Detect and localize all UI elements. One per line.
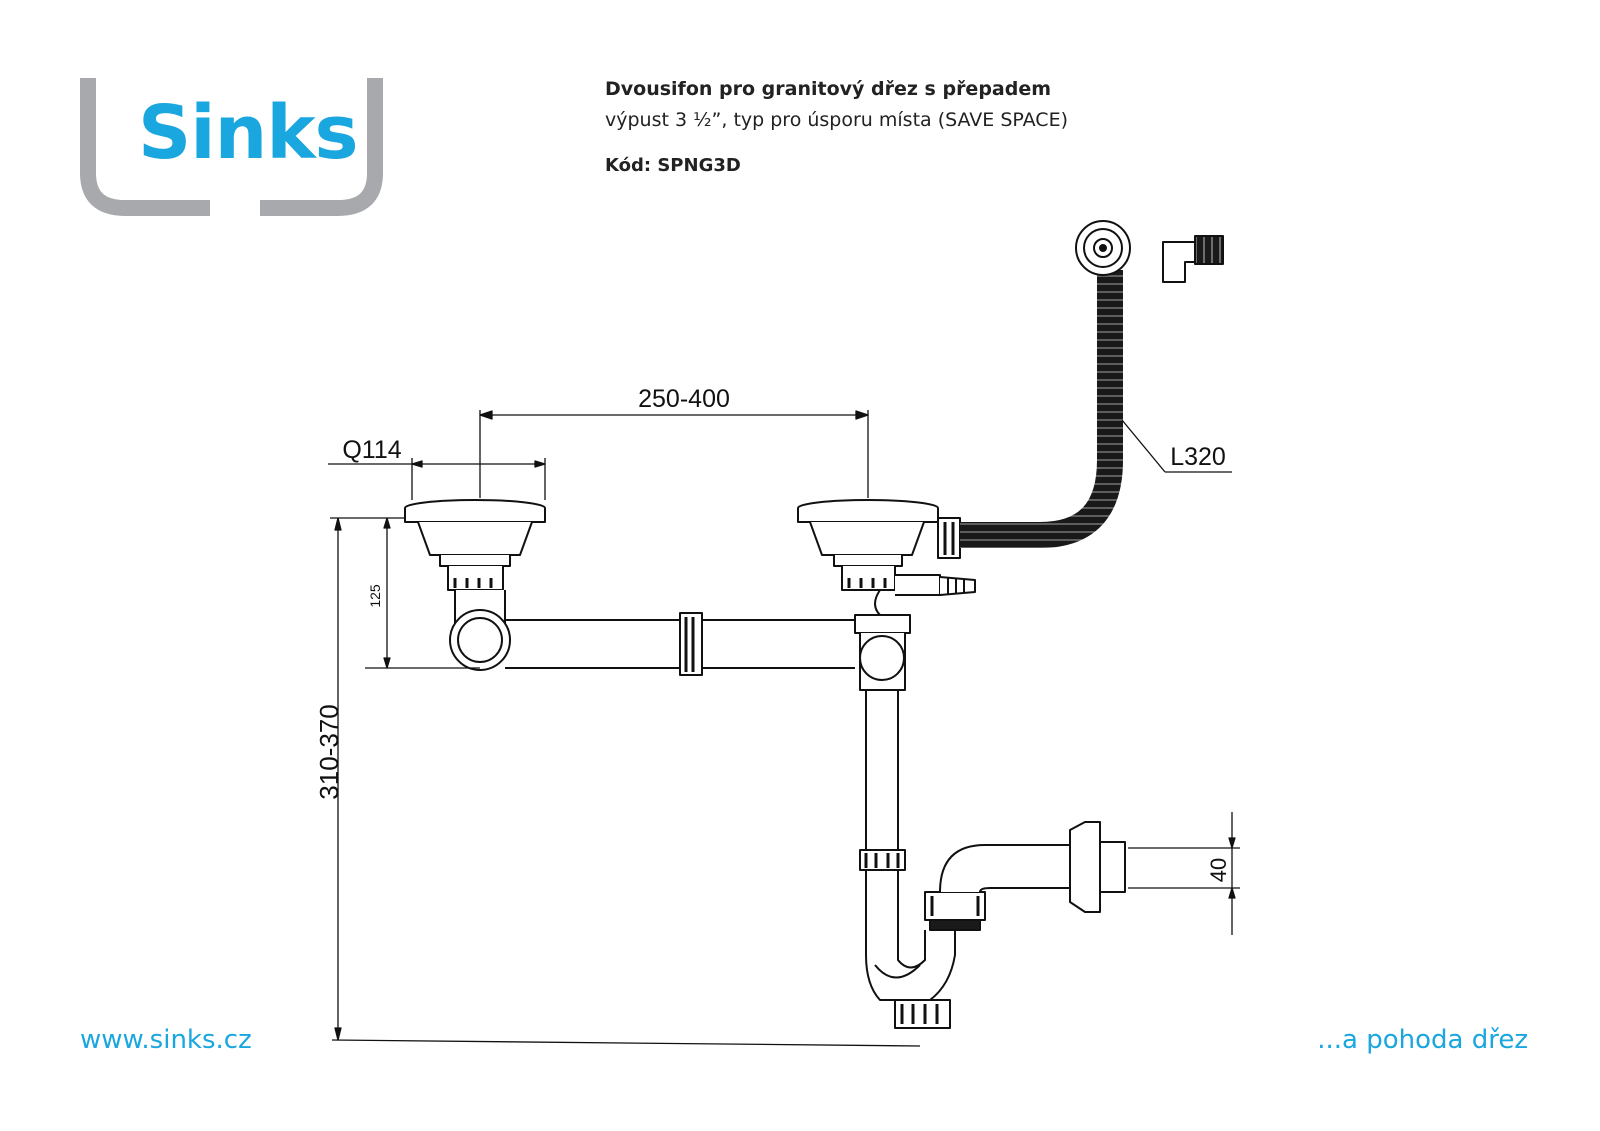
- left-elbow: [449, 590, 511, 671]
- dishwasher-nipple: [895, 574, 976, 596]
- overflow-rose: [1075, 220, 1131, 276]
- product-title: Dvousifon pro granitový dřez s přepadem: [605, 78, 1052, 100]
- dimension-spacing-label: 250-400: [638, 385, 730, 413]
- dimension-total-height-label: 310-370: [314, 704, 344, 799]
- overflow-elbow-piece: [1162, 235, 1224, 283]
- dimension-strainer-label: Q114: [342, 436, 401, 464]
- horizontal-connection-pipe: [505, 612, 855, 676]
- overflow-connector: [937, 517, 961, 559]
- dimension-bowl-depth-label: 125: [367, 584, 383, 608]
- dimension-hose-label: L320: [1170, 443, 1226, 471]
- right-strainer: [797, 499, 939, 591]
- trap-outlet: [924, 821, 1126, 931]
- product-heading: Dvousifon pro granitový dřez s přepadem …: [605, 78, 1068, 176]
- website-link[interactable]: www.sinks.cz: [80, 1025, 252, 1055]
- bottle-trap: [865, 870, 956, 1029]
- vertical-drain-pipe: [854, 589, 911, 871]
- dimension-lines: [328, 410, 1240, 1047]
- product-code: Kód: SPNG3D: [605, 155, 741, 176]
- sinks-logo-frame: [80, 78, 383, 216]
- slogan: ...a pohoda dřez: [1317, 1025, 1528, 1055]
- dimension-outlet-height-label: 40: [1206, 858, 1231, 882]
- sinks-logo-text: Sinks: [138, 90, 359, 176]
- overflow-hose: [960, 270, 1123, 548]
- left-strainer: [404, 499, 546, 591]
- product-subtitle: výpust 3 ½”, typ pro úsporu místa (SAVE …: [605, 109, 1068, 131]
